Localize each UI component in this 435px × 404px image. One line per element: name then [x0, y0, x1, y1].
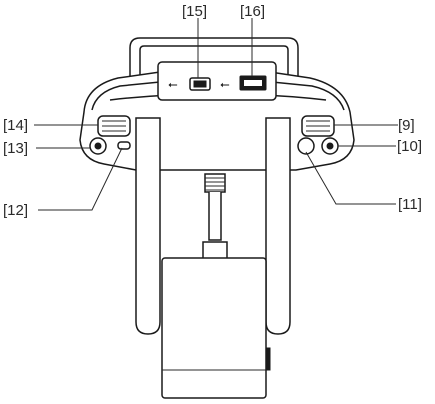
leader-lines: [34, 18, 398, 211]
callout-14: [14]: [3, 117, 28, 134]
center-mount: [204, 173, 226, 193]
usb-symbol-icon: ⭠: [220, 77, 230, 91]
callout-16: [16]: [240, 3, 265, 20]
right-antenna: [265, 117, 291, 335]
left-antenna: [135, 117, 161, 335]
small-switch: [117, 141, 131, 150]
callout-9: [9]: [398, 117, 415, 134]
callout-13: [13]: [3, 140, 28, 157]
usb-symbol-icon: ⭠: [168, 77, 178, 91]
device-holder: [161, 257, 267, 399]
right-button-11: [297, 137, 315, 155]
callout-15: [15]: [182, 3, 207, 20]
callout-12: [12]: [3, 202, 28, 219]
callout-10: [10]: [397, 138, 422, 155]
callout-11: [11]: [398, 196, 422, 213]
